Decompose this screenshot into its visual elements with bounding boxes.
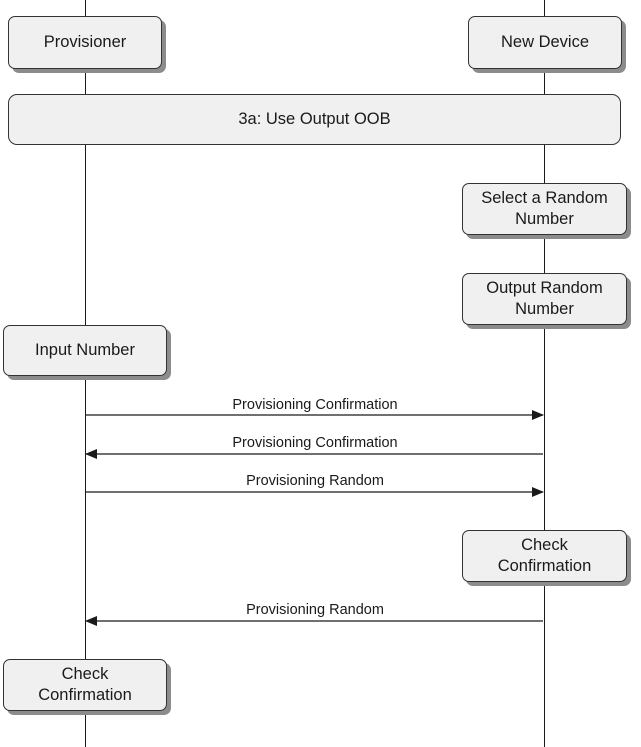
new-device-lifeline (544, 0, 545, 747)
output-random-label: Output Random Number (486, 279, 603, 318)
provisioner-participant: Provisioner (8, 16, 162, 69)
message-label: Provisioning Random (246, 473, 384, 489)
phase-title: 3a: Use Output OOB (238, 110, 391, 128)
output-random-action: Output Random Number (462, 273, 627, 325)
message-label: Provisioning Random (246, 602, 384, 618)
device-check-action: Check Confirmation (462, 530, 627, 582)
select-random-label: Select a Random Number (481, 189, 608, 228)
phase-band: 3a: Use Output OOB (8, 94, 621, 145)
message-label: Provisioning Confirmation (232, 397, 398, 413)
provisioner-check-action: Check Confirmation (3, 659, 167, 711)
new-device-label: New Device (500, 33, 590, 51)
device-check-label: Check Confirmation (497, 536, 592, 575)
input-number-label: Input Number (35, 341, 135, 359)
provisioner-label: Provisioner (43, 33, 127, 51)
input-number-action: Input Number (3, 325, 167, 376)
select-random-action: Select a Random Number (462, 183, 627, 235)
provisioner-check-label: Check Confirmation (38, 665, 132, 704)
new-device-participant: New Device (468, 16, 622, 69)
message-label: Provisioning Confirmation (232, 435, 398, 451)
